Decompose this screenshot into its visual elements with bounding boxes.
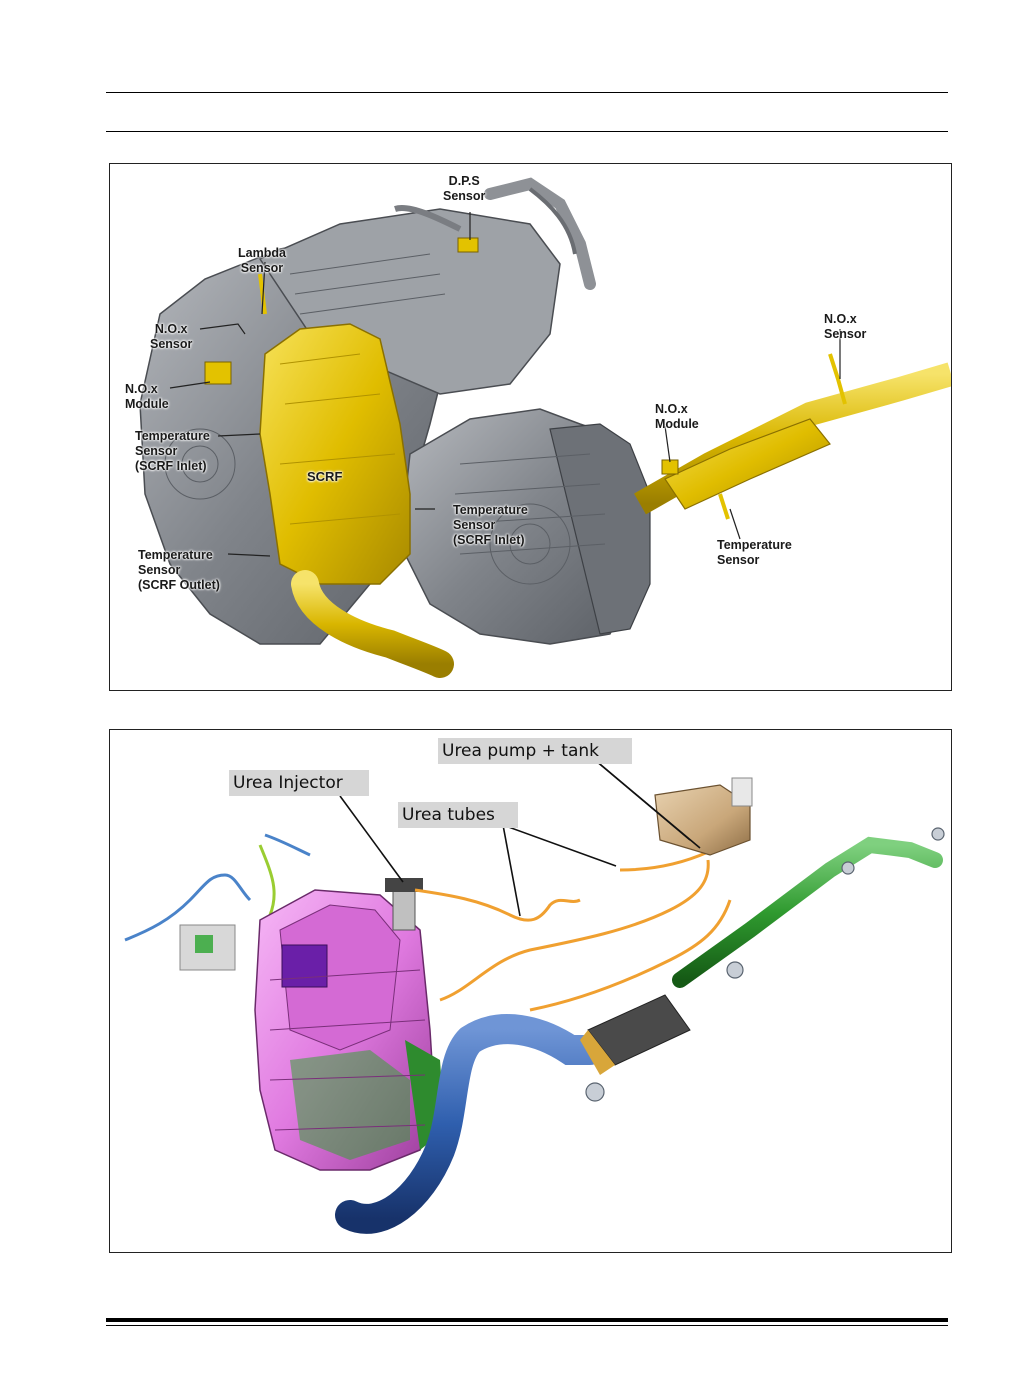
- nox-module-left-part: [204, 361, 232, 385]
- blue-exhaust-pipe: [335, 1014, 605, 1234]
- urea-tubes-label: Urea tubes: [398, 802, 518, 828]
- urea-injector-part: [392, 889, 416, 931]
- urea-pump-tank: [654, 784, 751, 856]
- urea-tube-1: [414, 888, 581, 922]
- header-rule-top: [106, 92, 948, 93]
- green-tailpipe: [672, 836, 943, 988]
- urea-system-illustration: [124, 759, 945, 1234]
- transmission-housing: [549, 423, 651, 635]
- lambda-sensor-part: [258, 273, 267, 315]
- dps-sensor: [457, 237, 479, 253]
- urea-injector-label: Urea Injector: [229, 770, 369, 796]
- footer-rule-thin: [106, 1325, 948, 1326]
- exhaust-downpipe: [291, 570, 454, 678]
- scrf-catalyst: [259, 323, 411, 585]
- urea-tube-3: [529, 899, 732, 1012]
- scrf-purple-panel: [281, 944, 328, 988]
- footer-rule-thick: [106, 1318, 948, 1322]
- underfloor-catalyst: [664, 418, 831, 510]
- nox-module-right-part: [661, 459, 679, 475]
- header-rule-bottom: [106, 131, 948, 132]
- urea-system-figure: Urea Injector Urea pump + tank Urea tube…: [109, 729, 952, 1253]
- temp-sensor-right-part: [718, 493, 730, 520]
- urea-tube-2: [439, 859, 710, 1002]
- engine-illustration: [139, 177, 951, 678]
- scrf-label: SCRF: [307, 469, 343, 484]
- nox-sensor-right-part: [828, 353, 847, 405]
- urea-pump-tank-label: Urea pump + tank: [438, 738, 632, 764]
